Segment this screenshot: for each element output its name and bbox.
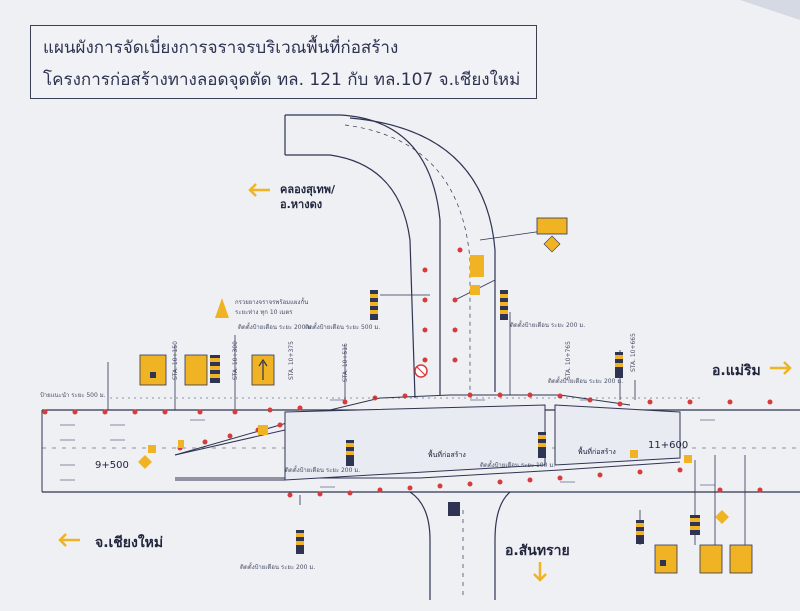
diamond-sign-3 — [715, 510, 729, 524]
warning-sign-9 — [729, 544, 753, 574]
note-label: ติดตั้งป้ายเตือน ระยะ 200 ม. — [240, 564, 316, 571]
direction-arrows — [58, 183, 792, 582]
warning-sign-8 — [699, 544, 723, 574]
arrow-down-south — [533, 562, 547, 582]
traffic-flow-arrows — [60, 399, 715, 488]
construction-zone-label-1: พื้นที่ก่อสร้าง — [428, 451, 466, 459]
warning-sign-7 — [654, 544, 678, 574]
arrow-right-east — [770, 361, 792, 375]
note-label: ติดตั้งป้ายเตือน ระยะ 200 ม. — [548, 378, 624, 385]
direction-label-south: อ.สันทราย — [505, 543, 570, 559]
diamond-sign-2 — [138, 455, 152, 469]
diamond-sign-1 — [543, 235, 561, 253]
warning-sign-4 — [536, 217, 568, 235]
warning-sign-1 — [139, 354, 167, 386]
arrow-left-north — [248, 183, 270, 197]
title-box: แผนผังการจัดเบี่ยงการจราจรบริเวณพื้นที่ก… — [30, 25, 537, 99]
north-road — [284, 114, 496, 399]
cone-note-2: ระยะห่าง ทุก 10 เมตร — [235, 309, 293, 316]
station-label: STA. 10+765 — [565, 341, 572, 380]
note-label: ป้ายแนะนำ ระยะ 500 ม. — [40, 392, 106, 399]
arrow-left-west — [58, 533, 80, 547]
direction-label-east: อ.แม่ริม — [712, 363, 761, 379]
note-label: ติดตั้งป้ายเตือน ระยะ 100 ม. — [480, 462, 556, 469]
direction-label-west: จ.เชียงใหม่ — [95, 535, 164, 551]
chainage-start: 9+500 — [95, 460, 129, 471]
barricade-sign-9 — [690, 515, 700, 535]
warning-sign-2 — [184, 354, 208, 386]
warning-signs — [138, 217, 753, 574]
chainage-end: 11+600 — [648, 440, 689, 451]
cone-icon — [215, 298, 229, 318]
note-label: ติดตั้งป้ายเตือน ระยะ 200 ม. — [238, 324, 314, 331]
title-line-2: โครงการก่อสร้างทางลอดจุดตัด ทล. 121 กับ … — [43, 70, 521, 90]
construction-zone-2 — [554, 404, 681, 466]
station-label: STA. 10+665 — [630, 333, 637, 372]
sign-posts — [107, 229, 746, 545]
station-label: STA. 10+375 — [288, 341, 295, 380]
station-label: STA. 10+300 — [232, 341, 239, 380]
warning-sign-6 — [470, 285, 480, 295]
note-label: ติดตั้งป้ายเตือน ระยะ 500 ม. — [305, 324, 381, 331]
note-label: ติดตั้งป้ายเตือน ระยะ 200 ม. — [285, 467, 361, 474]
station-label: STA. 10+150 — [172, 341, 179, 380]
cone-note-1: กรวยยางจราจรพร้อมแผงกั้น — [235, 299, 309, 306]
warning-sign-5 — [470, 255, 484, 277]
note-label: ติดตั้งป้ายเตือน ระยะ 200 ม. — [510, 322, 586, 329]
south-road — [409, 491, 511, 600]
construction-zone-label-2: พื้นที่ก่อสร้าง — [578, 448, 616, 456]
station-label: STA. 10+515 — [342, 343, 349, 382]
title-line-1: แผนผังการจัดเบี่ยงการจราจรบริเวณพื้นที่ก… — [43, 38, 399, 58]
direction-label-north: คลองสุเทพ/ อ.หางดง — [280, 183, 336, 211]
